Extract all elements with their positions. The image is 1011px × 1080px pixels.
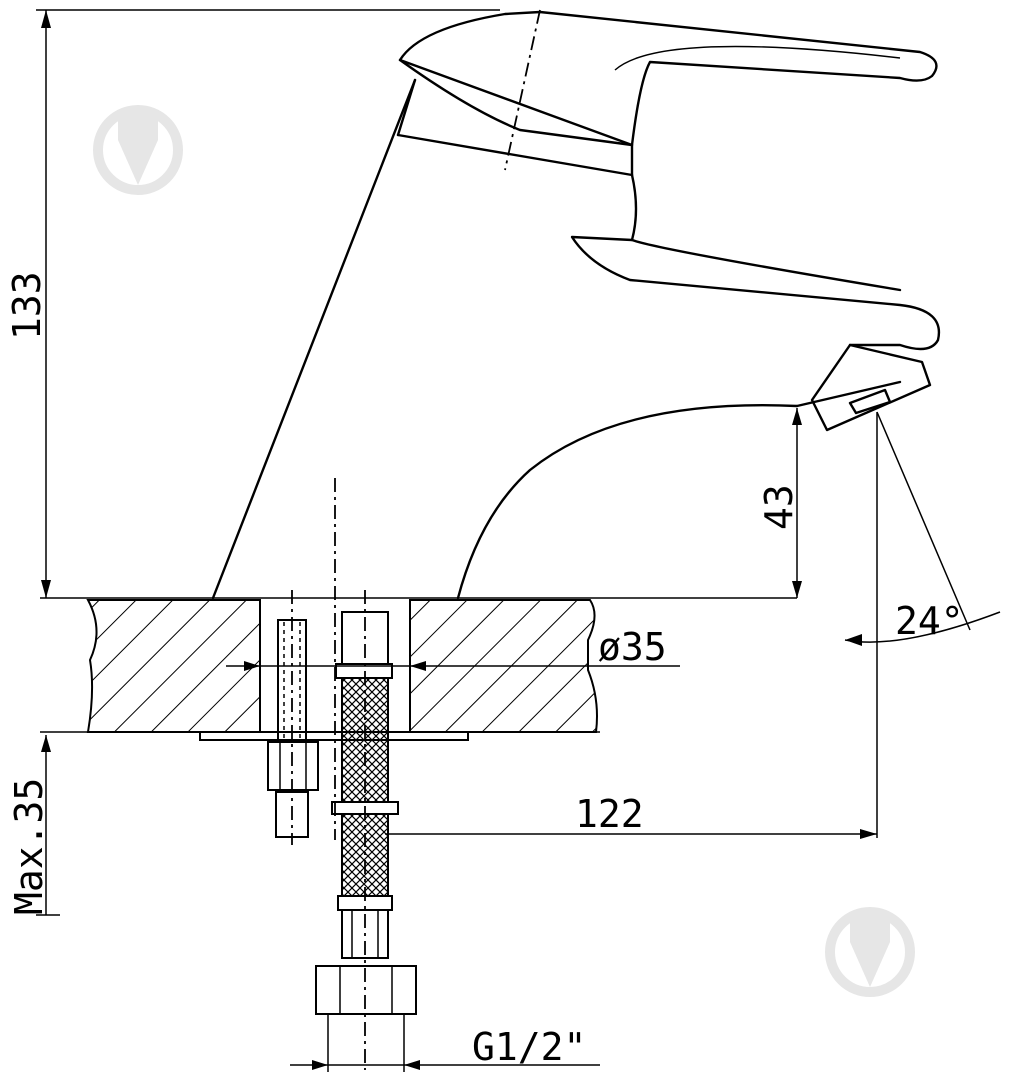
dimension-spray-angle: 24° <box>844 411 1001 838</box>
dimension-spray-angle-label: 24° <box>895 599 964 643</box>
faucet-body <box>211 9 941 600</box>
dimension-spout-height: 43 <box>757 408 802 598</box>
watermark-logo-top <box>93 105 183 195</box>
dimension-max-thickness: Max.35 <box>7 735 60 916</box>
supply-hose <box>315 478 417 1072</box>
counter-section <box>40 597 797 741</box>
dimension-spout-height-label: 43 <box>757 484 801 530</box>
dimension-spout-reach: 122 <box>385 792 877 839</box>
dimension-thread-label: G1/2" <box>472 1025 586 1069</box>
watermark-logo-bottom <box>825 907 915 997</box>
dimension-thread: G1/2" <box>290 1025 600 1070</box>
dimension-total-height: 133 <box>5 9 500 598</box>
dimension-hole-diameter: ø35 <box>226 625 680 671</box>
dimension-hole-diameter-label: ø35 <box>598 625 667 669</box>
dimension-spout-reach-label: 122 <box>575 792 644 836</box>
dimension-total-height-label: 133 <box>5 271 49 340</box>
mounting-stud <box>267 590 319 845</box>
dimension-max-thickness-label: Max.35 <box>7 778 51 915</box>
